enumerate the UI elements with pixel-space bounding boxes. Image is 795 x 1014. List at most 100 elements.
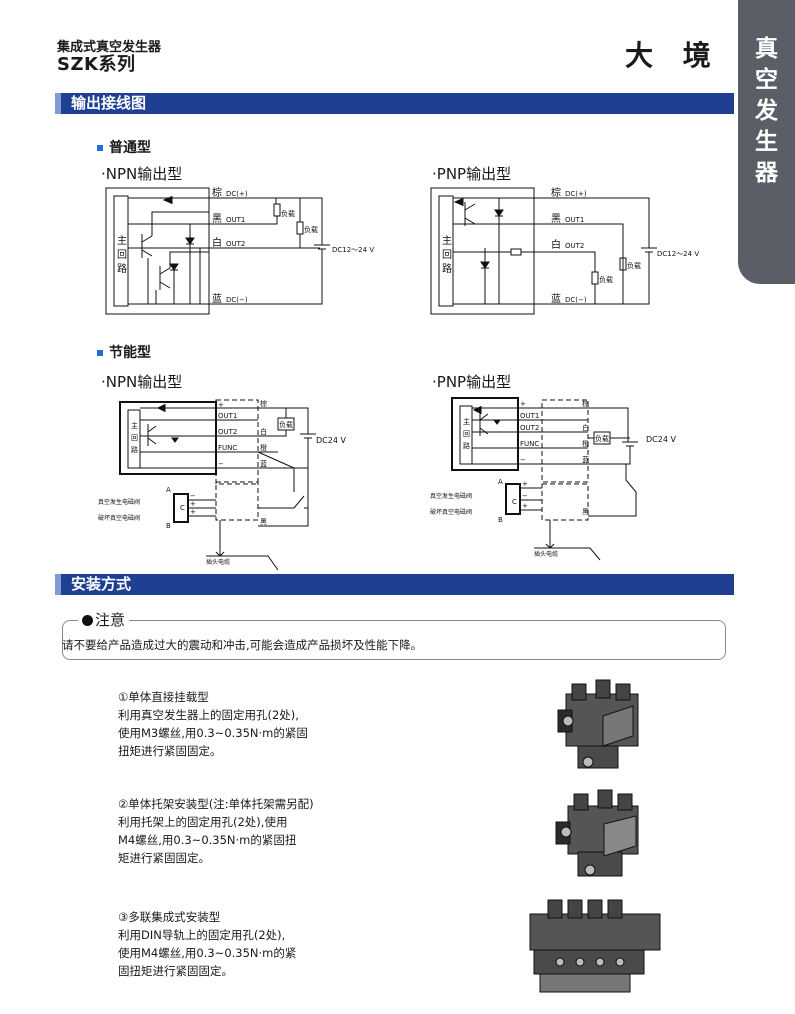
- main-circuit-char: 主: [131, 421, 138, 430]
- terminal-out2: OUT2: [520, 424, 539, 432]
- valve-mark: B: [166, 522, 171, 530]
- terminal-func: FUNC: [218, 444, 237, 452]
- wire-color-brown: 棕: [551, 186, 561, 199]
- bullet-dot-icon: [82, 615, 93, 626]
- notice-text: 请不要给产品造成过大的震动和冲击,可能会造成产品损坏及性能下降。: [62, 638, 423, 652]
- wire-color: 棕: [582, 399, 589, 408]
- wire-color-blue: 蓝: [212, 293, 222, 305]
- mounting-title: ①单体直接挂载型: [118, 690, 209, 704]
- mounting-item-3: ③多联集成式安装型 利用DIN导轨上的固定用孔(2处), 使用M4螺丝,用0.3…: [118, 908, 378, 980]
- wire-color-blue: 蓝: [551, 293, 561, 305]
- valve-pin: −: [190, 492, 196, 500]
- valve-mark: B: [498, 516, 503, 524]
- terminal-out1: OUT1: [520, 412, 539, 420]
- mounting-line: 固扭矩进行紧固固定。: [118, 964, 233, 978]
- main-circuit-char: 回: [131, 434, 138, 442]
- product-image-bracket-mount: [555, 789, 639, 877]
- terminal-plus: +: [218, 401, 224, 409]
- wire-color: 橙: [582, 439, 589, 448]
- main-circuit-char: 回: [117, 249, 127, 261]
- valve-pin: +: [190, 500, 196, 508]
- notice-label: 注意: [78, 609, 130, 630]
- mounting-line: 使用M3螺丝,用0.3~0.35N·m的紧固: [118, 726, 308, 740]
- wire-color: 白: [582, 423, 589, 432]
- wire-signal-dcplus: DC(+): [226, 190, 248, 198]
- main-circuit-char: 路: [117, 262, 127, 275]
- load-label: 负载: [599, 275, 613, 284]
- side-category-tab[interactable]: 真空发生器: [738, 0, 795, 284]
- supply-label: DC24 V: [646, 435, 676, 444]
- bullet-square-icon: [97, 145, 103, 151]
- wire-color: 黑: [260, 518, 267, 526]
- mounting-item-1: ①单体直接挂载型 利用真空发生器上的固定用孔(2处), 使用M3螺丝,用0.3~…: [118, 688, 378, 760]
- side-tab-label: 真空发生器: [755, 36, 778, 186]
- terminal-plus: +: [520, 400, 526, 408]
- series-subtitle: 集成式真空发生器: [57, 40, 162, 55]
- terminal-func: FUNC: [520, 440, 539, 448]
- wire-color: 棕: [260, 399, 267, 408]
- section-bar-mounting: 安装方式: [55, 574, 734, 595]
- bullet-square-icon: [97, 350, 103, 356]
- wire-signal-dcplus: DC(+): [565, 190, 587, 198]
- valve-vacuum-label: 真空发生电磁阀: [98, 498, 140, 506]
- valve-break-label: 破坏真空电磁阀: [98, 514, 140, 522]
- supply-label: DC12～24 V: [657, 250, 699, 258]
- brand-name: 大 境: [625, 39, 721, 72]
- valve-vacuum-label: 真空发生电磁阀: [430, 492, 472, 500]
- diagram-title-es-npn: ·NPN输出型: [101, 373, 183, 391]
- mounting-line: 利用真空发生器上的固定用孔(2处),: [118, 708, 299, 722]
- subhead-energy-saving: 节能型: [97, 342, 151, 362]
- product-image-manifold-mount: [529, 899, 661, 993]
- wire-color: 白: [260, 427, 267, 436]
- valve-pin: −: [522, 492, 528, 500]
- terminal-out1: OUT1: [218, 412, 237, 420]
- load-label: 负载: [627, 261, 641, 270]
- wire-color-brown: 棕: [212, 186, 222, 199]
- mounting-line: 矩进行紧固固定。: [118, 851, 210, 865]
- wire-signal-out1: OUT1: [565, 216, 584, 224]
- main-circuit-char: 路: [131, 445, 138, 454]
- subhead-standard: 普通型: [97, 137, 151, 157]
- wire-color-black: 黑: [551, 213, 561, 225]
- main-circuit-char: 回: [442, 249, 452, 261]
- cable-label: 插头电缆: [534, 550, 558, 558]
- product-image-direct-mount: [557, 679, 639, 769]
- valve-pin: +: [190, 508, 196, 516]
- wire-signal-out2: OUT2: [565, 242, 584, 250]
- wire-color: 蓝: [260, 459, 267, 468]
- mounting-line: 利用DIN导轨上的固定用孔(2处),: [118, 928, 286, 942]
- wire-color-white: 白: [212, 236, 222, 249]
- mounting-line: 扭矩进行紧固固定。: [118, 744, 222, 758]
- wire-color: 橙: [260, 443, 267, 452]
- diagram-title-std-npn: ·NPN输出型: [101, 165, 183, 183]
- main-circuit-char: 主: [117, 235, 127, 247]
- load-label: 负载: [281, 209, 295, 218]
- wiring-diagram-std-npn: 主 回 路 棕 DC(+) 黑 OUT1 白 OUT2 蓝 DC(−) 负载 负…: [105, 186, 374, 315]
- mounting-line: 使用M4螺丝,用0.3~0.35N·m的紧: [118, 946, 297, 960]
- load-label: 负载: [279, 420, 293, 429]
- supply-label: DC24 V: [316, 436, 346, 445]
- load-label: 负载: [304, 225, 318, 234]
- mounting-line: M4螺丝,用0.3~0.35N·m的紧固扭: [118, 833, 297, 847]
- valve-mark: A: [498, 478, 503, 486]
- wire-signal-out2: OUT2: [226, 240, 245, 248]
- valve-mark: A: [166, 486, 171, 494]
- wire-signal-dcminus: DC(−): [226, 296, 248, 304]
- wire-color-black: 黑: [212, 213, 222, 225]
- supply-label: DC12～24 V: [332, 246, 374, 254]
- main-circuit-char: 主: [442, 235, 452, 247]
- valve-mark: C: [180, 504, 185, 512]
- wire-color: 蓝: [582, 455, 589, 464]
- mounting-item-2: ②单体托架安装型(注:单体托架需另配) 利用托架上的固定用孔(2处),使用 M4…: [118, 795, 378, 867]
- terminal-minus: −: [218, 460, 224, 468]
- notice-box: [62, 620, 726, 660]
- main-circuit-char: 回: [463, 430, 470, 438]
- mounting-line: 利用托架上的固定用孔(2处),使用: [118, 815, 288, 829]
- mounting-title: ③多联集成式安装型: [118, 910, 221, 924]
- subhead-energy-saving-label: 节能型: [109, 345, 151, 361]
- mounting-title: ②单体托架安装型(注:单体托架需另配): [118, 797, 314, 811]
- wiring-diagram-std-pnp: 主 回 路 棕 DC(+) 黑 OUT1 白 OUT2 蓝 DC(−) 负载 负…: [430, 186, 699, 315]
- terminal-out2: OUT2: [218, 428, 237, 436]
- valve-pin: +: [522, 480, 528, 488]
- wire-color: 黑: [582, 508, 589, 516]
